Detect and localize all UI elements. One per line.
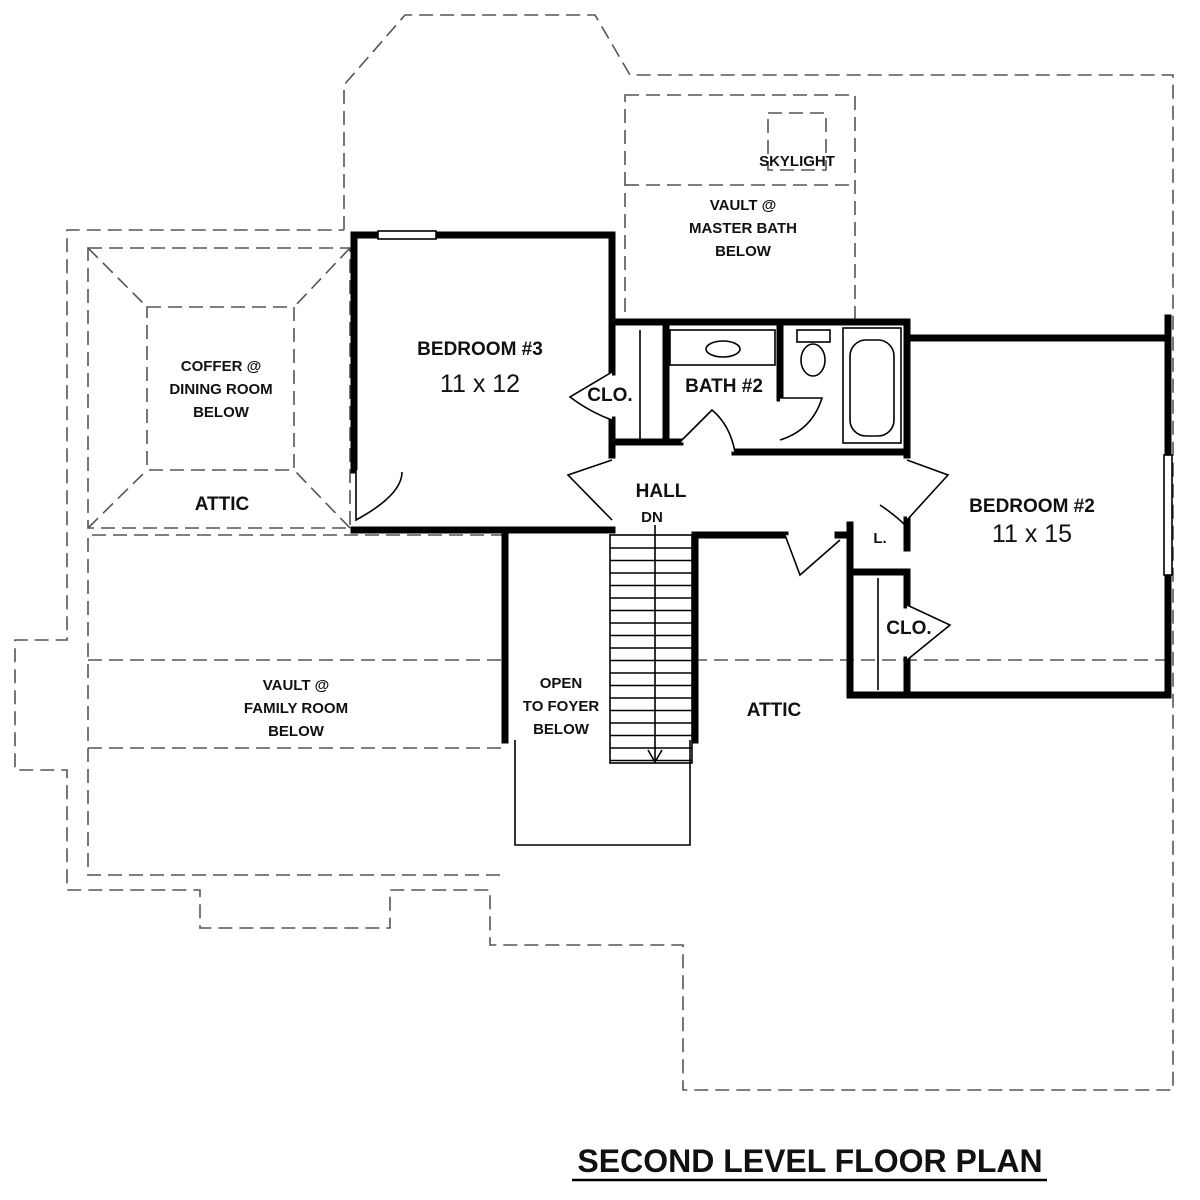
bedroom3-name: BEDROOM #3 [417, 339, 543, 360]
open-foyer-line3: BELOW [533, 721, 590, 738]
walls [350, 230, 1173, 744]
stair-treads [610, 547, 692, 762]
bath-walls [608, 318, 911, 459]
open-foyer-line1: OPEN [540, 675, 583, 692]
coffer-inner [146, 306, 295, 471]
coffer-line2: DINING ROOM [169, 381, 272, 398]
open-foyer-line2: TO FOYER [523, 698, 600, 715]
labels: SKYLIGHT VAULT @ MASTER BATH BELOW COFFE… [169, 153, 1095, 1182]
vault-master-line3: BELOW [715, 243, 772, 260]
plan-title: SECOND LEVEL FLOOR PLAN [577, 1143, 1042, 1179]
attic-label-right: ATTIC [747, 700, 802, 721]
vault-master-line1: VAULT @ [710, 197, 777, 214]
bedroom2-size: 11 x 15 [992, 520, 1072, 548]
doors [355, 330, 952, 690]
coffer-line1: COFFER @ [181, 358, 261, 375]
stairs [609, 534, 693, 764]
stair-dn-label: DN [641, 509, 663, 526]
vault-family-line3: BELOW [268, 723, 325, 740]
coffer-outer [87, 247, 351, 529]
hall-label: HALL [636, 481, 687, 502]
attic-label-left: ATTIC [195, 494, 250, 515]
linen-label: L. [873, 530, 886, 547]
vault-master-line2: MASTER BATH [689, 220, 797, 237]
fixtures [669, 327, 902, 444]
bath2-label: BATH #2 [685, 376, 763, 397]
skylight-label: SKYLIGHT [759, 153, 835, 170]
sink-icon [705, 340, 741, 358]
skylight-box [767, 112, 827, 171]
tub [842, 327, 902, 444]
closet-label-2: CLO. [886, 618, 931, 639]
vault-family-line1: VAULT @ [263, 677, 330, 694]
toilet-icon [796, 329, 831, 343]
stair-and-foyer [514, 525, 693, 846]
outer-perimeter [14, 14, 1174, 1091]
vanity [669, 329, 776, 366]
bedroom3-walls [350, 231, 616, 474]
closet-label-1: CLO. [587, 385, 632, 406]
bedroom3-size: 11 x 12 [440, 370, 520, 398]
bedroom2-name: BEDROOM #2 [969, 496, 1095, 517]
vault-family-line2: FAMILY ROOM [244, 700, 348, 717]
coffer-line3: BELOW [193, 404, 250, 421]
bedroom2-walls [846, 334, 1172, 699]
dashed-outlines [14, 14, 1174, 1091]
